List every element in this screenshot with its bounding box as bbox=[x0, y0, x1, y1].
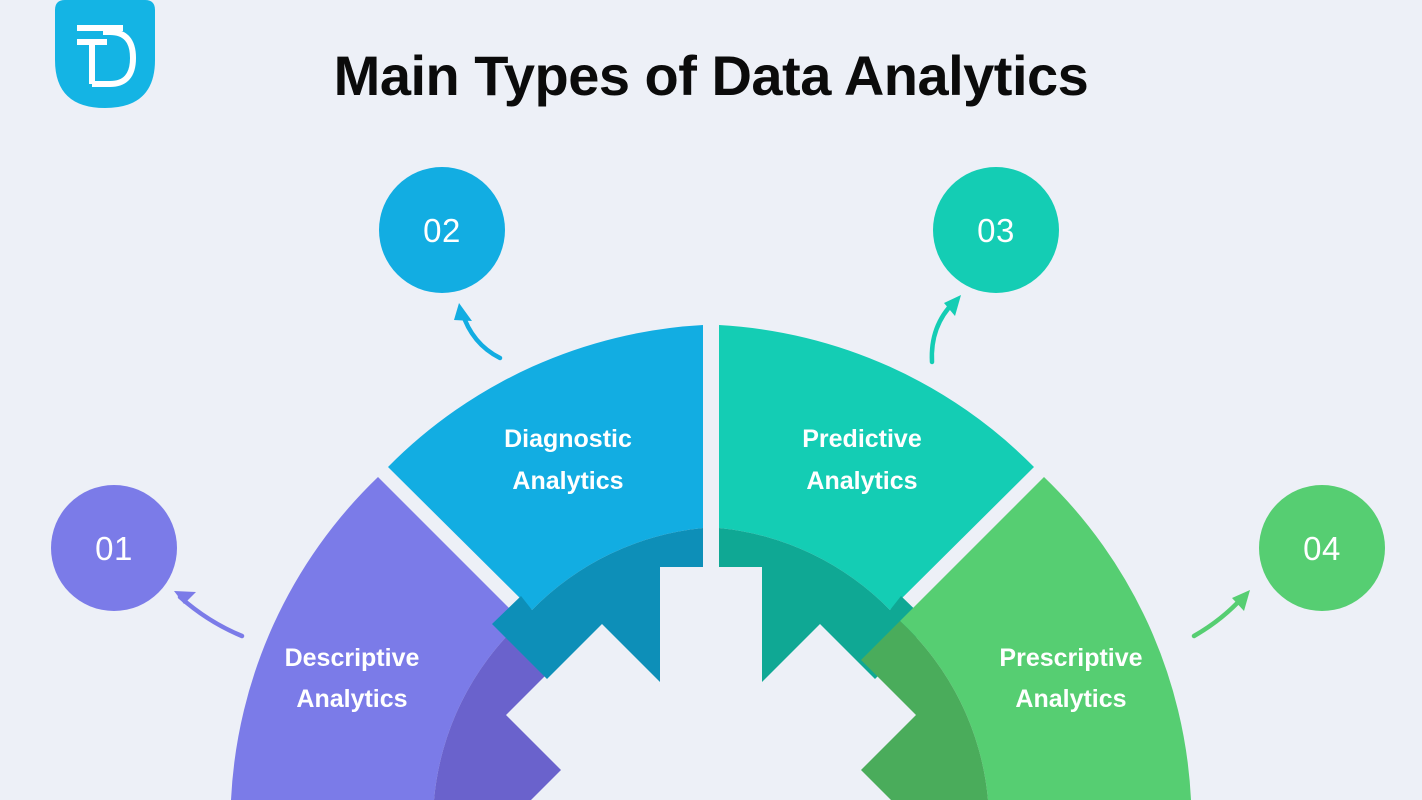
number-badge-03-circle bbox=[933, 167, 1059, 293]
segment-diagnostic-inner bbox=[492, 528, 703, 682]
segment-prescriptive-label-line1: Prescriptive bbox=[999, 644, 1142, 672]
number-badge-04-circle bbox=[1259, 485, 1385, 611]
segment-descriptive[interactable]: Descriptive Analytics bbox=[231, 477, 561, 800]
number-badge-02-text: 02 bbox=[423, 212, 461, 249]
segment-prescriptive-inner bbox=[861, 621, 988, 800]
segment-prescriptive-outer bbox=[900, 477, 1191, 800]
page-title: Main Types of Data Analytics bbox=[333, 44, 1089, 107]
segment-predictive-outer bbox=[719, 325, 1034, 610]
number-badge-02[interactable]: 02 bbox=[379, 167, 505, 293]
segment-predictive[interactable]: Predictive Analytics bbox=[719, 325, 1034, 682]
connector-arrowhead-03 bbox=[944, 295, 961, 316]
connector-arrow-01 bbox=[177, 594, 245, 639]
number-badge-01-circle bbox=[51, 485, 177, 611]
td-shield-logo bbox=[55, 0, 155, 108]
segment-descriptive-outer bbox=[231, 477, 522, 800]
connector-arrowhead-02 bbox=[454, 303, 472, 321]
connector-arrowhead-01 bbox=[174, 591, 196, 604]
segment-diagnostic[interactable]: Diagnostic Analytics bbox=[388, 325, 703, 682]
connector-arrow-04 bbox=[1191, 594, 1246, 639]
segment-predictive-label-line2: Analytics bbox=[806, 467, 917, 495]
logo-monogram-td bbox=[77, 25, 137, 87]
segment-diagnostic-label-line2: Analytics bbox=[512, 467, 623, 495]
connector-arrowhead-04 bbox=[1232, 590, 1250, 611]
segment-diagnostic-outer bbox=[388, 325, 703, 610]
segment-predictive-label-line1: Predictive bbox=[802, 425, 922, 453]
number-badge-01-text: 01 bbox=[95, 530, 133, 567]
number-badge-04[interactable]: 04 bbox=[1259, 485, 1385, 611]
segment-descriptive-label-line1: Descriptive bbox=[285, 644, 420, 672]
number-badge-03[interactable]: 03 bbox=[933, 167, 1059, 293]
segment-diagnostic-label-line1: Diagnostic bbox=[504, 425, 632, 453]
number-badge-04-text: 04 bbox=[1303, 530, 1341, 567]
segment-descriptive-label-line2: Analytics bbox=[296, 685, 407, 713]
segment-descriptive-inner bbox=[434, 621, 561, 800]
number-badge-02-circle bbox=[379, 167, 505, 293]
connector-arrow-03 bbox=[929, 299, 957, 365]
segment-prescriptive-label-line2: Analytics bbox=[1015, 685, 1126, 713]
number-badge-01[interactable]: 01 bbox=[51, 485, 177, 611]
number-badge-03-text: 03 bbox=[977, 212, 1015, 249]
segment-prescriptive[interactable]: Prescriptive Analytics bbox=[861, 477, 1191, 800]
segment-predictive-inner bbox=[719, 528, 930, 682]
